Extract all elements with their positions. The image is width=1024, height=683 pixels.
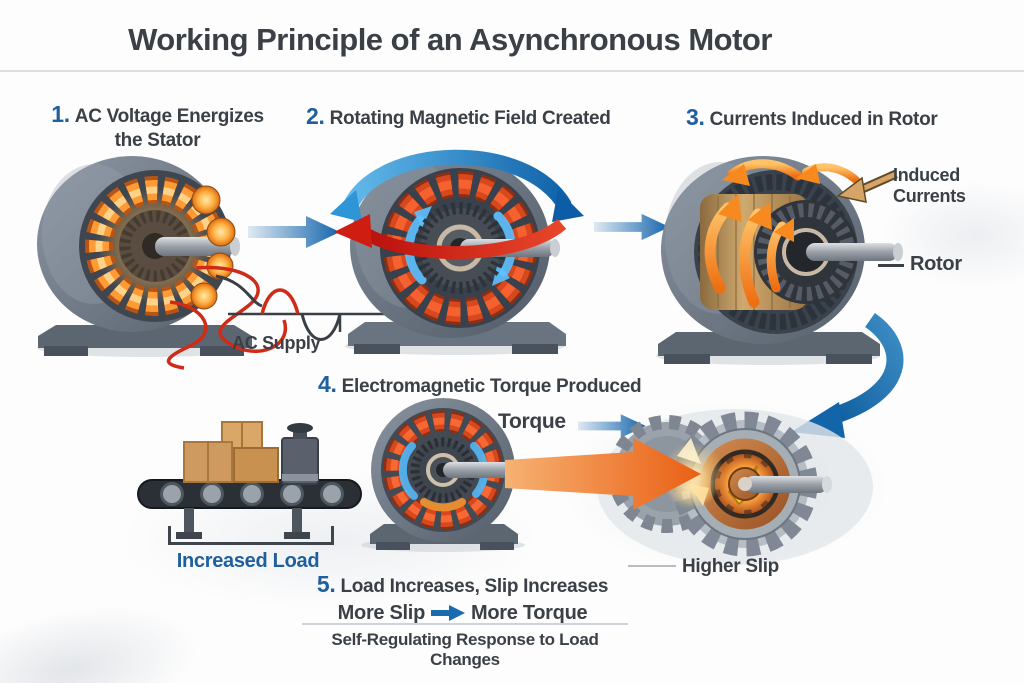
- step2-label: Rotating Magnetic Field Created: [329, 108, 611, 129]
- torque-output-arrow-icon: [505, 438, 725, 510]
- motor-rotating-field-illustration: [330, 149, 584, 355]
- induced-currents-line1: Induced: [893, 165, 960, 185]
- higher-slip-pointer-line: [628, 565, 676, 567]
- induced-currents-pointer-icon: [836, 169, 898, 203]
- conveyor-load-illustration: [137, 421, 362, 539]
- rotor-label: Rotor: [910, 253, 962, 275]
- torque-arrow-icon: [578, 414, 646, 438]
- induced-currents-line2: Currents: [893, 185, 966, 206]
- motor-induced-currents-illustration: [656, 156, 903, 365]
- higher-slip-label: Higher Slip: [682, 556, 779, 577]
- rotor-pointer-line: [878, 264, 904, 267]
- step1-heading: 1.AC Voltage Energizes the Stator: [40, 100, 275, 153]
- ac-supply-sine-wave-icon: [166, 265, 422, 370]
- step2-heading: 2.Rotating Magnetic Field Created: [306, 103, 611, 130]
- footer-caption: Self-Regulating Response to Load Changes: [331, 630, 599, 669]
- load-bracket: [168, 526, 334, 545]
- torque-label: Torque: [498, 410, 566, 433]
- ac-supply-label: AC Supply: [232, 333, 321, 353]
- step1-label-line2: the Stator: [114, 129, 201, 151]
- flow-arrow-1-icon: [248, 216, 340, 248]
- background-brush: [0, 584, 210, 683]
- step1-number: 1.: [51, 101, 70, 127]
- flow-arrow-2-icon: [594, 213, 670, 241]
- step3-label: Currents Induced in Rotor: [709, 109, 938, 130]
- step5-heading: 5.Load Increases, Slip Increases More Sl…: [300, 570, 625, 626]
- step4-heading: 4.Electromagnetic Torque Produced: [318, 371, 642, 398]
- step5-number: 5.: [316, 571, 336, 597]
- footer-divider: [302, 623, 628, 625]
- page-title: Working Principle of an Asynchronous Mot…: [128, 22, 772, 57]
- induced-currents-label: Induced Currents: [893, 165, 966, 206]
- more-slip-arrow-icon: [430, 604, 465, 621]
- step3-heading: 3.Currents Induced in Rotor: [686, 104, 938, 131]
- step5-label: Load Increases, Slip Increases: [340, 576, 609, 597]
- increased-load-label: Increased Load: [176, 550, 320, 572]
- more-slip-text: More Slip: [337, 601, 426, 624]
- step2-number: 2.: [306, 103, 325, 129]
- motor-stator-energized-illustration: [37, 156, 253, 357]
- step4-number: 4.: [318, 371, 337, 397]
- more-torque-text: More Torque: [470, 601, 588, 624]
- motor-torque-illustration: [361, 398, 525, 552]
- step3-number: 3.: [686, 104, 705, 130]
- step1-label: AC Voltage Energizes: [74, 106, 264, 127]
- step4-label: Electromagnetic Torque Produced: [341, 376, 642, 397]
- background-brush: [880, 180, 1024, 290]
- title-divider: [0, 70, 1024, 72]
